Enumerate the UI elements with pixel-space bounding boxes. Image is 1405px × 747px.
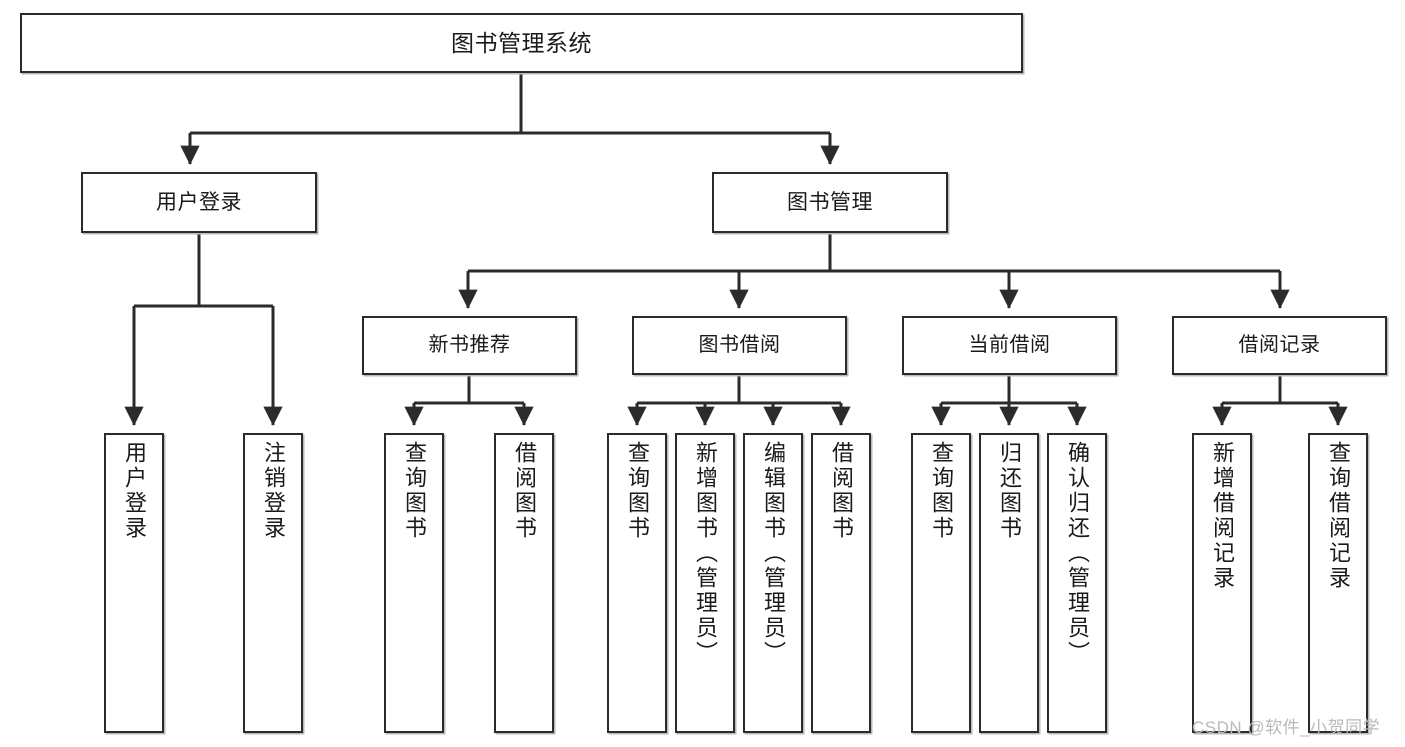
leaf-query-book-2-label: 查询图书 xyxy=(625,441,650,541)
leaf-confirm-return-label: 确认归还（管理员） xyxy=(1065,441,1090,666)
node-book-borrow-label: 图书借阅 xyxy=(698,334,781,357)
leaf-logout-login[interactable]: 注销登录 xyxy=(243,433,303,733)
node-current-borrow-label: 当前借阅 xyxy=(968,334,1051,357)
node-borrow-record-label: 借阅记录 xyxy=(1238,334,1321,357)
leaf-borrow-book-1[interactable]: 借阅图书 xyxy=(494,433,554,733)
node-new-book-recommend-label: 新书推荐 xyxy=(428,334,511,357)
node-new-book-recommend[interactable]: 新书推荐 xyxy=(362,316,577,375)
node-root-label: 图书管理系统 xyxy=(451,29,592,56)
leaf-user-login[interactable]: 用户登录 xyxy=(104,433,164,733)
leaf-add-record-label: 新增借阅记录 xyxy=(1210,441,1235,591)
leaf-add-book[interactable]: 新增图书（管理员） xyxy=(675,433,735,733)
leaf-return-book-label: 归还图书 xyxy=(997,441,1022,541)
leaf-logout-login-label: 注销登录 xyxy=(261,441,286,541)
leaf-query-book-3[interactable]: 查询图书 xyxy=(911,433,971,733)
csdn-watermark: CSDN @软件_小贺同学 xyxy=(1192,718,1381,737)
node-user-login-label: 用户登录 xyxy=(156,190,242,214)
leaf-confirm-return[interactable]: 确认归还（管理员） xyxy=(1047,433,1107,733)
leaf-edit-book[interactable]: 编辑图书（管理员） xyxy=(743,433,803,733)
node-root[interactable]: 图书管理系统 xyxy=(20,13,1023,73)
node-book-manage[interactable]: 图书管理 xyxy=(712,172,948,233)
leaf-add-record[interactable]: 新增借阅记录 xyxy=(1192,433,1252,733)
leaf-query-record[interactable]: 查询借阅记录 xyxy=(1308,433,1368,733)
node-book-borrow[interactable]: 图书借阅 xyxy=(632,316,847,375)
leaf-query-book-2[interactable]: 查询图书 xyxy=(607,433,667,733)
leaf-user-login-label: 用户登录 xyxy=(122,441,147,541)
leaf-borrow-book-2[interactable]: 借阅图书 xyxy=(811,433,871,733)
leaf-return-book[interactable]: 归还图书 xyxy=(979,433,1039,733)
node-user-login[interactable]: 用户登录 xyxy=(81,172,317,233)
leaf-borrow-book-2-label: 借阅图书 xyxy=(829,441,854,541)
leaf-query-record-label: 查询借阅记录 xyxy=(1326,441,1351,591)
leaf-edit-book-label: 编辑图书（管理员） xyxy=(761,441,786,666)
leaf-add-book-label: 新增图书（管理员） xyxy=(693,441,718,666)
node-current-borrow[interactable]: 当前借阅 xyxy=(902,316,1117,375)
leaf-query-book-3-label: 查询图书 xyxy=(929,441,954,541)
node-book-manage-label: 图书管理 xyxy=(787,190,873,214)
node-borrow-record[interactable]: 借阅记录 xyxy=(1172,316,1387,375)
leaf-query-book-1-label: 查询图书 xyxy=(402,441,427,541)
leaf-borrow-book-1-label: 借阅图书 xyxy=(512,441,537,541)
leaf-query-book-1[interactable]: 查询图书 xyxy=(384,433,444,733)
